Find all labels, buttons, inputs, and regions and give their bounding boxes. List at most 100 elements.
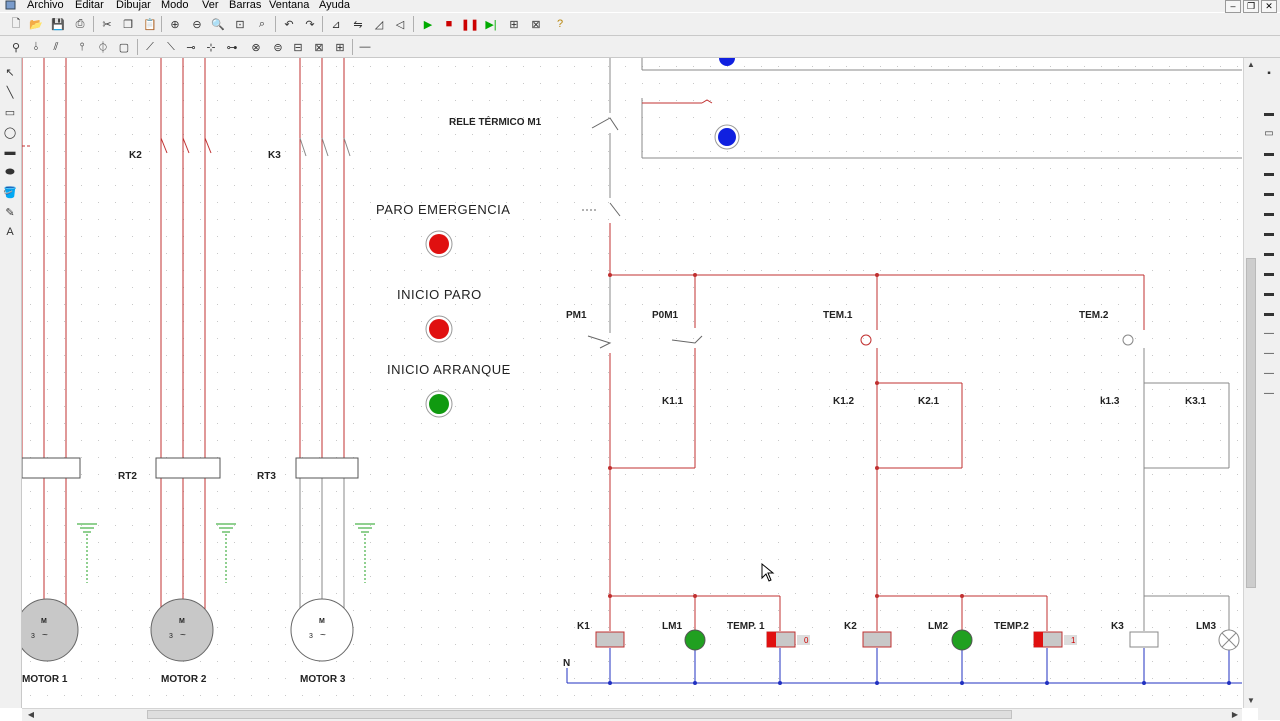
stop-button[interactable]: [429, 319, 449, 339]
palette-item-icon[interactable]: ▬: [1264, 247, 1274, 259]
vertical-scrollbar[interactable]: ▲ ▼: [1243, 58, 1258, 708]
palette-item-icon[interactable]: ▬: [1264, 147, 1274, 159]
palette-item-icon[interactable]: —: [1264, 347, 1274, 359]
sensor-icon[interactable]: ⊹: [206, 41, 216, 54]
align-icon[interactable]: ⊿: [331, 18, 341, 31]
palette-item-icon[interactable]: —: [1264, 367, 1274, 379]
limit-switch-icon[interactable]: ⊶: [226, 41, 238, 54]
flip-icon[interactable]: ⇋: [353, 18, 363, 31]
cut-icon[interactable]: ✂: [102, 18, 112, 31]
zoom-area-icon[interactable]: ⊡: [235, 18, 245, 31]
emergency-stop-button[interactable]: [429, 234, 449, 254]
lamp-icon[interactable]: ⊗: [251, 41, 261, 54]
motor-icon[interactable]: ⊜: [273, 41, 283, 54]
scroll-up-icon[interactable]: ▲: [1247, 60, 1255, 69]
palette-item-icon[interactable]: ▬: [1264, 187, 1274, 199]
coil-k1[interactable]: K1: [577, 621, 625, 648]
restore-button[interactable]: ❐: [1243, 0, 1259, 13]
scroll-down-icon[interactable]: ▼: [1247, 696, 1255, 705]
palette-item-icon[interactable]: ▬: [1264, 287, 1274, 299]
motor-2[interactable]: M 3 ~ MOTOR 2: [161, 618, 207, 685]
save-icon[interactable]: 💾: [51, 18, 65, 31]
simulate-icon[interactable]: ⊠: [531, 18, 541, 31]
menu-modo[interactable]: Modo: [161, 0, 189, 11]
palette-item-icon[interactable]: ▬: [1264, 107, 1274, 119]
rotate-left-icon[interactable]: ◿: [374, 18, 384, 31]
selector-icon[interactable]: ⫯: [79, 40, 85, 53]
open-icon[interactable]: 📂: [29, 18, 43, 31]
play-icon[interactable]: ▶: [423, 18, 433, 31]
vertical-scroll-thumb[interactable]: [1246, 258, 1256, 588]
menu-ayuda[interactable]: Ayuda: [319, 0, 350, 11]
step-icon[interactable]: ▶|: [485, 18, 497, 31]
palette-item-icon[interactable]: —: [1264, 327, 1274, 339]
undo-icon[interactable]: ↶: [284, 18, 294, 31]
zoom-select-icon[interactable]: ⌕: [258, 17, 266, 30]
filled-rectangle-icon[interactable]: ▬: [4, 146, 16, 158]
scroll-left-icon[interactable]: ◀: [27, 710, 35, 719]
copy-icon[interactable]: ❐: [123, 18, 133, 31]
component-icon[interactable]: ⊞: [509, 18, 519, 31]
timer-temp-2[interactable]: 1 TEMP.2: [994, 621, 1077, 648]
menu-ventana[interactable]: Ventana: [269, 0, 310, 11]
rotate-right-icon[interactable]: ◁: [395, 18, 405, 31]
redo-icon[interactable]: ↷: [305, 18, 315, 31]
fuse-icon[interactable]: ⊟: [293, 41, 303, 54]
switch-icon[interactable]: ⫰: [33, 40, 39, 53]
draw-line-icon[interactable]: ╲: [6, 86, 14, 99]
palette-item-icon[interactable]: ▬: [1264, 227, 1274, 239]
palette-item-icon[interactable]: ▬: [1264, 267, 1274, 279]
relay-icon[interactable]: ⏀: [97, 42, 109, 54]
menu-dibujar[interactable]: Dibujar: [116, 0, 151, 11]
motor-1[interactable]: M 3 ~ MOTOR 1: [22, 618, 68, 685]
no-contact-icon[interactable]: ⟋: [146, 40, 154, 53]
stop-icon[interactable]: ■: [445, 18, 453, 30]
pointer-icon[interactable]: ↖: [5, 66, 15, 79]
pushbutton-icon[interactable]: ⚲: [11, 41, 21, 54]
horizontal-scroll-thumb[interactable]: [147, 710, 1012, 719]
close-button[interactable]: ✕: [1261, 0, 1277, 13]
lamp-lm2[interactable]: LM2: [928, 621, 973, 651]
motor-3[interactable]: M 3 ~ MOTOR 3: [300, 618, 346, 685]
palette-item-icon[interactable]: —: [1264, 387, 1274, 399]
zoom-in-icon[interactable]: ⊕: [170, 18, 180, 31]
coil-k3[interactable]: K3: [1111, 621, 1159, 648]
lamp-lm1[interactable]: LM1: [662, 621, 706, 651]
horizontal-scrollbar[interactable]: ◀ ▶: [22, 708, 1242, 721]
zoom-out-icon[interactable]: ⊖: [192, 18, 202, 31]
wire-icon[interactable]: ⊞: [335, 41, 345, 54]
palette-item-icon[interactable]: ▬: [1264, 207, 1274, 219]
menu-ver[interactable]: Ver: [202, 0, 219, 11]
palette-item-icon[interactable]: ▬: [1264, 307, 1274, 319]
menu-barras[interactable]: Barras: [229, 0, 262, 11]
palette-item-icon[interactable]: ▬: [1264, 167, 1274, 179]
rectangle-icon[interactable]: ▭: [4, 106, 16, 119]
nc-contact-icon[interactable]: ⟍: [167, 40, 175, 53]
terminal-icon[interactable]: ⊠: [314, 41, 324, 54]
menu-archivo[interactable]: Archivo: [27, 0, 64, 11]
scroll-right-icon[interactable]: ▶: [1231, 710, 1239, 719]
paste-icon[interactable]: 📋: [143, 18, 157, 31]
print-icon[interactable]: ⎙: [75, 17, 85, 30]
filled-ellipse-icon[interactable]: ⬬: [5, 165, 15, 178]
menu-editar[interactable]: Editar: [75, 0, 104, 11]
zoom-fit-icon[interactable]: 🔍: [211, 18, 225, 31]
help-icon[interactable]: ?: [556, 18, 564, 30]
pause-icon[interactable]: ❚❚: [460, 18, 480, 31]
coil-icon[interactable]: ▢: [118, 41, 130, 54]
timer-temp-1[interactable]: 0 TEMP. 1: [727, 621, 810, 648]
timer-contact-icon[interactable]: ⊸: [186, 41, 196, 54]
brush-icon[interactable]: ✎: [5, 206, 15, 219]
thermal-relay-indicator[interactable]: [718, 128, 736, 146]
palette-item-icon[interactable]: ▪: [1267, 67, 1271, 79]
coil-k2[interactable]: K2: [844, 621, 892, 648]
fill-icon[interactable]: 🪣: [3, 186, 17, 199]
minimize-button[interactable]: –: [1225, 0, 1241, 13]
new-icon[interactable]: 🗋: [11, 17, 21, 30]
line-icon[interactable]: —: [359, 41, 371, 53]
text-tool-icon[interactable]: A: [6, 226, 14, 238]
schematic-canvas[interactable]: K2 K3 RT2 RT3 M 3 ~ MOTOR 1 M 3 ~ MOTOR …: [22, 58, 1242, 708]
lamp-lm3[interactable]: LM3: [1196, 621, 1240, 651]
start-button[interactable]: [429, 394, 449, 414]
ellipse-icon[interactable]: ◯: [3, 126, 17, 139]
